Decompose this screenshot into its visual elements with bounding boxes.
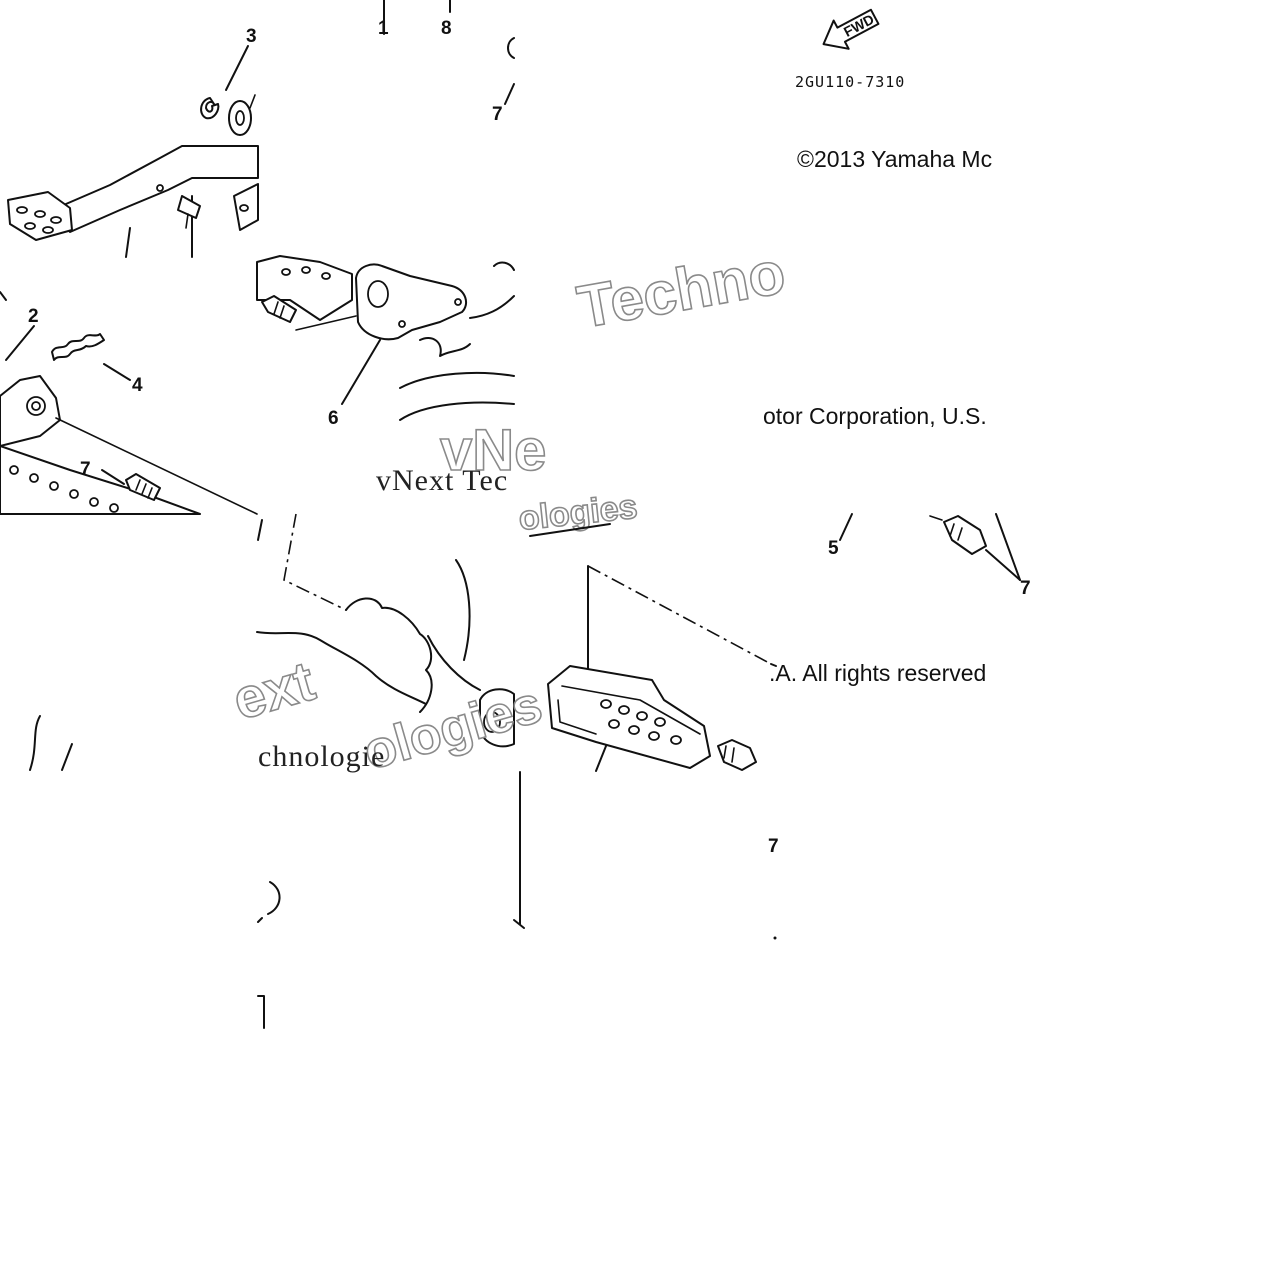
callout-label: 4: [132, 375, 143, 396]
tile-left-blank: [29, 715, 73, 771]
callout-label: 2: [28, 306, 39, 327]
watermark-text: chnologie: [258, 740, 385, 773]
callout-label: 7: [80, 459, 91, 480]
tile-bolt-right: 5 7 .A. All rights reserved: [769, 513, 1031, 686]
bolt-part: [125, 473, 161, 501]
callout-label: 5: [828, 538, 839, 559]
watermark-text: ologies: [357, 676, 548, 782]
brake-pedal-arm: [51, 145, 259, 233]
watermark-text: Techno: [573, 239, 790, 341]
tile-frame-lower: ext ologies chnologie: [225, 513, 549, 782]
tile-top-callouts: 1 8 7: [378, 0, 515, 125]
callout-label: 6: [328, 408, 339, 429]
watermark-text: ologies: [517, 488, 639, 538]
bolt-part: [717, 739, 757, 771]
footrest-peg-part: [547, 665, 711, 769]
bolt-part: [943, 515, 987, 555]
tile-footrest-bracket: 6 vNext Tec vNe: [256, 255, 547, 497]
callout-label: 7: [492, 104, 503, 125]
watermark-text: ext: [226, 649, 321, 732]
callout-label: 7: [768, 836, 779, 857]
tile-fwd-arrow: FWD 2GU110-7310: [795, 8, 905, 91]
copyright-text-line-2: otor Corporation, U.S.: [763, 403, 987, 429]
bolt-part: [261, 295, 297, 323]
tile-lower-fragments: 7: [257, 771, 779, 1029]
watermark-text: vNe: [440, 418, 546, 483]
tile-brake-pedal: 3: [7, 26, 259, 258]
tile-footrest-peg: ologies: [516, 487, 772, 772]
return-spring-part: [51, 333, 105, 361]
part-code-label: 2GU110-7310: [795, 73, 905, 91]
fwd-arrow-icon: FWD: [822, 8, 880, 50]
callout-label: 7: [1020, 578, 1031, 599]
callout-label: 3: [246, 26, 257, 47]
copyright-text-line-3: .A. All rights reserved: [769, 660, 986, 686]
tile-spring-pivot: 2 4 7: [0, 291, 258, 515]
callout-label: 1: [378, 18, 389, 39]
callout-label: 8: [441, 18, 452, 39]
watermark-text: vNext Tec: [376, 464, 508, 497]
copyright-text-line-1: ©2013 Yamaha Mc: [797, 146, 992, 172]
circlip-part: [200, 97, 220, 120]
